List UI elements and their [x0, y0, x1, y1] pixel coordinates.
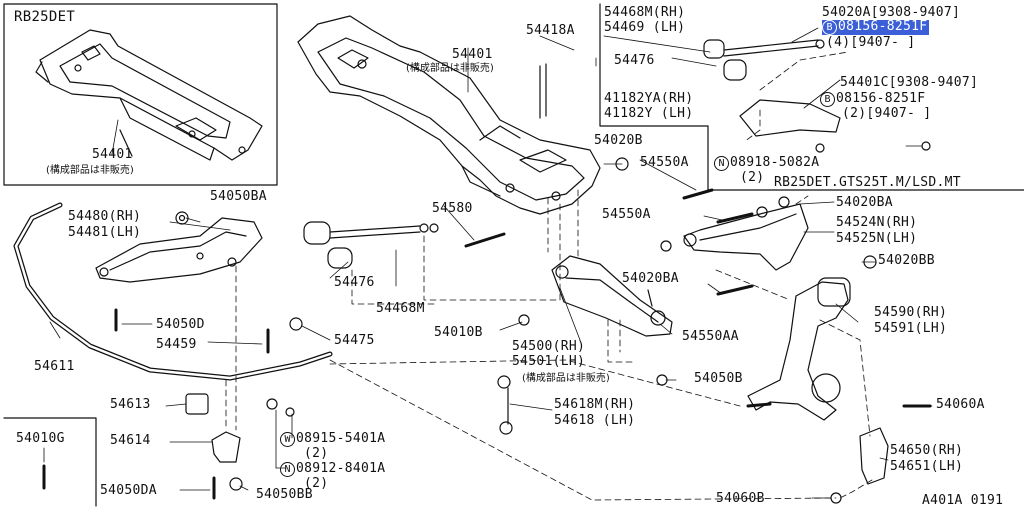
- part-54525n: 54525N(LH): [836, 231, 918, 246]
- symbol-w-icon: W: [280, 432, 295, 447]
- symbol-n-icon: N: [714, 156, 729, 171]
- inset-not-sold-note: (構成部品は非販売): [46, 165, 134, 176]
- part-54580: 54580: [432, 201, 473, 216]
- part-54480: 54480(RH): [68, 209, 142, 224]
- part-54060a: 54060A: [936, 397, 985, 412]
- part-54650: 54650(RH): [890, 443, 964, 458]
- compression-rod-upper: [703, 39, 825, 81]
- part-54611: 54611: [34, 359, 75, 374]
- part-54010b: 54010B: [434, 325, 483, 340]
- bracket-54401c: [739, 99, 841, 137]
- part-54550aa: 54550AA: [682, 329, 739, 344]
- part-54020ba-1: 54020BA: [836, 195, 893, 210]
- detail-frame: [599, 3, 1024, 191]
- part-54020b: 54020B: [594, 133, 643, 148]
- part-54401-note: (構成部品は非販売): [406, 63, 494, 74]
- part-54591: 54591(LH): [874, 321, 948, 336]
- fasteners: [42, 63, 932, 504]
- part-54401: 54401: [452, 47, 493, 62]
- symbol-b-icon: B: [822, 20, 837, 35]
- part-41182y: 41182Y (LH): [604, 106, 694, 121]
- dashed-guides: [225, 51, 873, 501]
- nut-n-qty-2: (2): [304, 476, 329, 491]
- inset-54010g-frame: [3, 417, 97, 507]
- model-applicability-note: RB25DET.GTS25T.M/LSD.MT: [774, 175, 961, 190]
- bolt-b-part: 08156-8251F: [836, 91, 926, 106]
- part-54481: 54481(LH): [68, 225, 142, 240]
- inset-frame: [3, 3, 278, 186]
- stabilizer-link: [497, 375, 513, 435]
- clamp-54614: [211, 431, 241, 463]
- part-54475: 54475: [334, 333, 375, 348]
- leader-lines: [43, 27, 933, 499]
- part-54469-lh: 54469 (LH): [604, 20, 686, 35]
- highlighted-bolt-qty: (4)[9407- ]: [826, 35, 916, 50]
- part-54618m: 54618M(RH): [554, 397, 636, 412]
- part-54050d: 54050D: [156, 317, 205, 332]
- bushing-54613: [185, 393, 209, 415]
- stabilizer-bar: [13, 202, 333, 381]
- part-54550a-1: 54550A: [640, 155, 689, 170]
- crossmember-54401: [297, 15, 601, 215]
- inset-part-number: 54401: [92, 147, 133, 162]
- symbol-b-icon: B: [820, 92, 835, 107]
- part-54401c: 54401C[9308-9407]: [840, 75, 979, 90]
- part-54060b: 54060B: [716, 491, 765, 506]
- part-54050b: 54050B: [694, 371, 743, 386]
- inset-engine-label: RB25DET: [14, 9, 76, 25]
- part-54613: 54613: [110, 397, 151, 412]
- part-54550a-2: 54550A: [602, 207, 651, 222]
- part-54476-mid: 54476: [334, 275, 375, 290]
- part-54501: 54501(LH): [512, 354, 586, 369]
- part-54050bb: 54050BB: [256, 487, 313, 502]
- part-54468m-rh: 54468M(RH): [604, 5, 686, 20]
- axle-housing-54590: [747, 277, 851, 421]
- upper-link-54524n: [683, 203, 809, 271]
- part-54468m: 54468M: [376, 301, 425, 316]
- nut-n-part-1: 08918-5082A: [730, 155, 820, 170]
- part-54524n: 54524N(RH): [836, 215, 918, 230]
- part-54418a: 54418A: [526, 23, 575, 38]
- part-54614: 54614: [110, 433, 151, 448]
- compression-rod: [303, 221, 439, 269]
- part-54501-note: (構成部品は非販売): [522, 373, 610, 384]
- part-54500: 54500(RH): [512, 339, 586, 354]
- highlighted-bolt-part: 08156-8251F: [838, 19, 928, 34]
- part-54010g: 54010G: [16, 431, 65, 446]
- part-54020ba-2: 54020BA: [622, 271, 679, 286]
- part-54020bb-1: 54020BB: [878, 253, 935, 268]
- part-54476-top: 54476: [614, 53, 655, 68]
- part-54050ba-1: 54050BA: [210, 189, 267, 204]
- part-54459: 54459: [156, 337, 197, 352]
- nut-n-qty-1: (2): [740, 170, 765, 185]
- part-54651: 54651(LH): [890, 459, 964, 474]
- lower-arm-54500: [551, 255, 673, 337]
- diagram-reference: A401A 0191: [922, 493, 1004, 508]
- bolt-b-qty: (2)[9407- ]: [842, 106, 932, 121]
- washer-w-part: 08915-5401A: [296, 431, 386, 446]
- inset-crossmember: [35, 29, 263, 161]
- washer-w-qty: (2): [304, 446, 329, 461]
- part-41182ya: 41182YA(RH): [604, 91, 694, 106]
- part-54020a: 54020A[9308-9407]: [822, 5, 961, 20]
- nut-n-part-2: 08912-8401A: [296, 461, 386, 476]
- bracket-54480: [95, 217, 263, 283]
- part-54618: 54618 (LH): [554, 413, 636, 428]
- part-54590: 54590(RH): [874, 305, 948, 320]
- part-54050da: 54050DA: [100, 483, 157, 498]
- symbol-n-icon: N: [280, 462, 295, 477]
- bracket-54650: [859, 427, 889, 485]
